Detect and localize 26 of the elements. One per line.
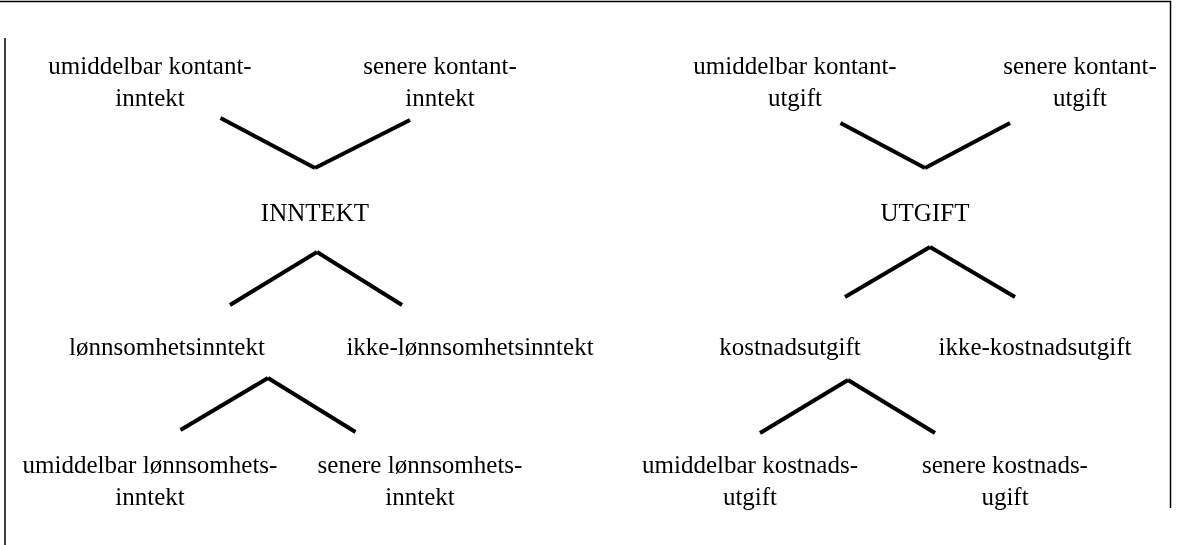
connector-line	[924, 121, 1011, 170]
connector-line	[314, 118, 411, 170]
term-label: lønnsomhetsinntekt	[37, 331, 297, 363]
connector-line	[219, 116, 316, 170]
term-label: INNTEKT	[240, 197, 390, 229]
term-label: senere kontant- inntekt	[355, 50, 525, 114]
connector-line	[228, 250, 319, 307]
term-label: UTGIFT	[860, 197, 990, 229]
connector-line	[929, 245, 1016, 299]
term-label: kostnadsutgift	[695, 331, 885, 363]
term-label: umiddelbar lønnsomhets- inntekt	[17, 449, 283, 513]
connector-line	[839, 121, 926, 170]
term-label: senere kontant- utgift	[995, 50, 1165, 114]
connector-line	[315, 250, 404, 307]
connector-line	[179, 376, 270, 432]
term-label: senere kostnads- ugift	[915, 449, 1095, 513]
term-label: umiddelbar kostnads- utgift	[635, 449, 865, 513]
term-label: ikke-lønnsomhetsinntekt	[320, 331, 620, 363]
term-label: umiddelbar kontant- utgift	[687, 50, 903, 114]
connector-line	[758, 378, 850, 435]
term-label: senere lønnsomhets- inntekt	[312, 449, 528, 513]
term-label: ikke-kostnadsutgift	[910, 331, 1160, 363]
connector-line	[844, 245, 931, 299]
connector-line	[266, 376, 357, 434]
term-label: umiddelbar kontant- inntekt	[42, 50, 258, 114]
connector-line	[846, 378, 937, 435]
